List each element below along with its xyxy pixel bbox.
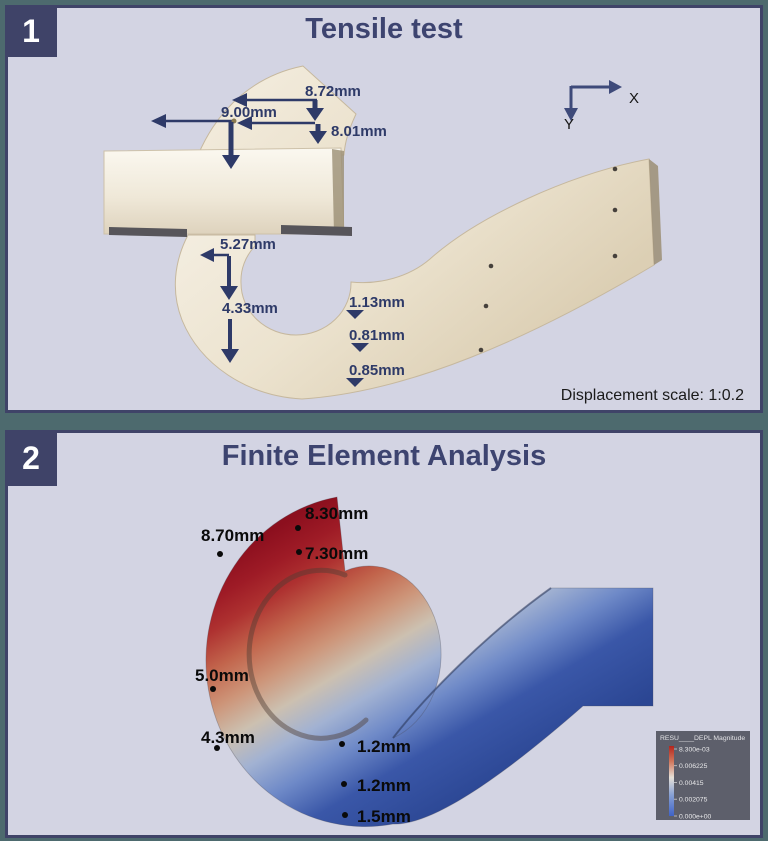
fea-label-1-2mm-a: 1.2mm xyxy=(357,737,411,756)
fea-label-1-2mm-b: 1.2mm xyxy=(357,776,411,795)
legend-tick-min: 0.000e+00 xyxy=(679,814,712,821)
dimension-label: 8.72mm xyxy=(305,83,361,100)
arrowhead-left-icon xyxy=(200,248,214,262)
tensile-test-photo: 8.72mm 9.00mm 8.01mm 5.27mm xyxy=(103,65,744,404)
dimension-4-33mm: 4.33mm xyxy=(221,300,278,363)
fea-label-8-70mm: 8.70mm xyxy=(201,526,264,545)
y-axis-label: Y xyxy=(564,116,574,133)
fea-label-4-3mm: 4.3mm xyxy=(201,728,255,747)
fea-result-shape xyxy=(205,496,654,827)
dimension-5-27mm: 5.27mm xyxy=(200,236,276,300)
arrowhead-down-icon xyxy=(346,310,364,319)
legend-tick-max: 8.300e-03 xyxy=(679,747,710,754)
arrowhead-down-icon xyxy=(351,343,369,352)
arrowhead-left-icon xyxy=(151,114,166,128)
fea-label-5-0mm: 5.0mm xyxy=(195,666,249,685)
arrowhead-down-icon xyxy=(220,286,238,300)
dimension-1-13mm: 1.13mm xyxy=(346,294,405,319)
dimension-0-85mm: 0.85mm xyxy=(346,362,405,387)
coordinate-frame: X Y xyxy=(564,80,639,133)
panel2-title: Finite Element Analysis xyxy=(221,440,547,472)
dimension-8-72mm: 8.72mm xyxy=(232,83,361,121)
arrowhead-down-icon xyxy=(309,131,327,144)
inner-rim-shadow xyxy=(246,567,369,741)
legend-tick-2: 0.006225 xyxy=(679,763,708,770)
fea-result-view: 8.30mm 8.70mm 7.30mm 5.0mm 4.3mm 1.2mm 1… xyxy=(195,496,750,827)
dimension-label: 9.00mm xyxy=(221,104,277,121)
specimen-body xyxy=(174,158,655,400)
y-axis-arrow-icon xyxy=(564,108,578,121)
grip-bar xyxy=(103,147,345,235)
arrowhead-down-icon xyxy=(221,349,239,363)
panel1-number: 1 xyxy=(22,12,40,49)
colorbar-ticks xyxy=(674,748,677,817)
arrowhead-down-icon xyxy=(346,378,364,387)
panel2-number-badge: 2 xyxy=(5,430,57,486)
dimension-label: 8.01mm xyxy=(331,123,387,140)
grip-bar-shadow-right xyxy=(281,225,352,236)
dimension-label: 1.13mm xyxy=(349,294,405,311)
fea-label-1-5mm: 1.5mm xyxy=(357,807,411,826)
colorbar xyxy=(669,746,674,816)
arrowhead-down-icon xyxy=(306,108,324,121)
x-axis-arrow-icon xyxy=(609,80,622,94)
dimension-label: 0.81mm xyxy=(349,327,405,344)
fea-label-8-30mm: 8.30mm xyxy=(305,504,368,523)
displacement-scale-note: Displacement scale: 1:0.2 xyxy=(561,387,744,404)
arrowhead-left-icon xyxy=(237,116,252,130)
colorbar-legend: RESU____DEPL Magnitude 8.300e-03 0.00622… xyxy=(656,731,750,821)
legend-tick-3: 0.00415 xyxy=(679,780,704,787)
dimension-label: 5.27mm xyxy=(220,236,276,253)
dimension-label: 4.33mm xyxy=(222,300,278,317)
arrowhead-down-icon xyxy=(222,155,240,169)
dimension-8-01mm: 8.01mm xyxy=(237,116,387,144)
panel2-number: 2 xyxy=(22,439,40,476)
speckle-markers xyxy=(478,166,618,353)
dimension-label: 0.85mm xyxy=(349,362,405,379)
grip-bar-end-face xyxy=(332,149,344,234)
dimension-9-00mm: 9.00mm xyxy=(151,104,277,169)
panel1-title: Tensile test xyxy=(305,13,463,45)
probe-dots xyxy=(210,525,348,818)
dimension-0-81mm: 0.81mm xyxy=(349,327,405,352)
arm-inner-edge-shade xyxy=(392,587,552,739)
panel1-number-badge: 1 xyxy=(5,5,57,57)
legend-tick-4: 0.002075 xyxy=(679,797,708,804)
specimen-arm-end-face xyxy=(649,159,662,265)
fea-label-7-30mm: 7.30mm xyxy=(305,544,368,563)
x-axis-label: X xyxy=(629,90,639,107)
grip-bar-shadow-left xyxy=(109,227,187,237)
legend-title: RESU____DEPL Magnitude xyxy=(660,735,745,742)
arrowhead-left-icon xyxy=(232,93,247,107)
